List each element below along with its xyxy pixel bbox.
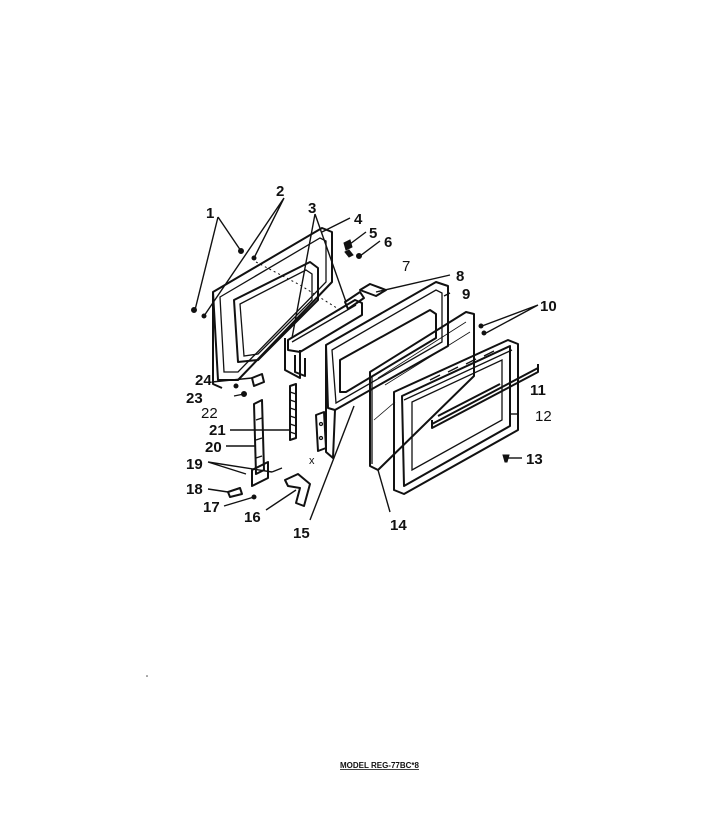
x-mark: x [309,455,315,467]
callout-8: 8 [456,268,464,285]
callout-23: 23 [186,390,203,407]
glass-pane [369,311,475,471]
callout-2: 2 [276,183,284,200]
callout-21: 21 [209,422,226,439]
callout-3: 3 [308,200,316,217]
speck [146,675,148,677]
callout-6: 6 [384,234,392,251]
screw-13 [502,454,510,463]
callout-19: 19 [186,456,203,473]
callout-4: 4 [354,211,363,228]
assembly-line [255,261,341,311]
callout-5: 5 [369,225,377,242]
callout-14: 14 [390,517,407,534]
leader-lines [194,197,539,521]
callout-24: 24 [195,372,212,389]
middle-door-panel [325,281,449,459]
callout-12: 12 [535,408,552,425]
outer-door [393,339,539,495]
callout-22: 22 [201,405,218,422]
callout-13: 13 [526,451,543,468]
model-label: MODEL REG-77BC*8 [340,761,420,770]
hinge-assembly [227,373,327,507]
callouts: 1 2 3 4 5 6 7 8 9 10 11 12 13 14 15 16 1… [186,183,557,542]
bracket-clips [343,239,365,310]
callout-9: 9 [462,286,470,303]
callout-20: 20 [205,439,222,456]
callout-17: 17 [203,499,220,516]
callout-7: 7 [402,258,410,275]
callout-10: 10 [540,298,557,315]
door-gasket [284,299,363,379]
inner-door-liner [212,227,333,389]
callout-1: 1 [206,205,214,222]
callout-16: 16 [244,509,261,526]
callout-15: 15 [293,525,310,542]
callout-11: 11 [530,382,546,399]
callout-18: 18 [186,481,203,498]
